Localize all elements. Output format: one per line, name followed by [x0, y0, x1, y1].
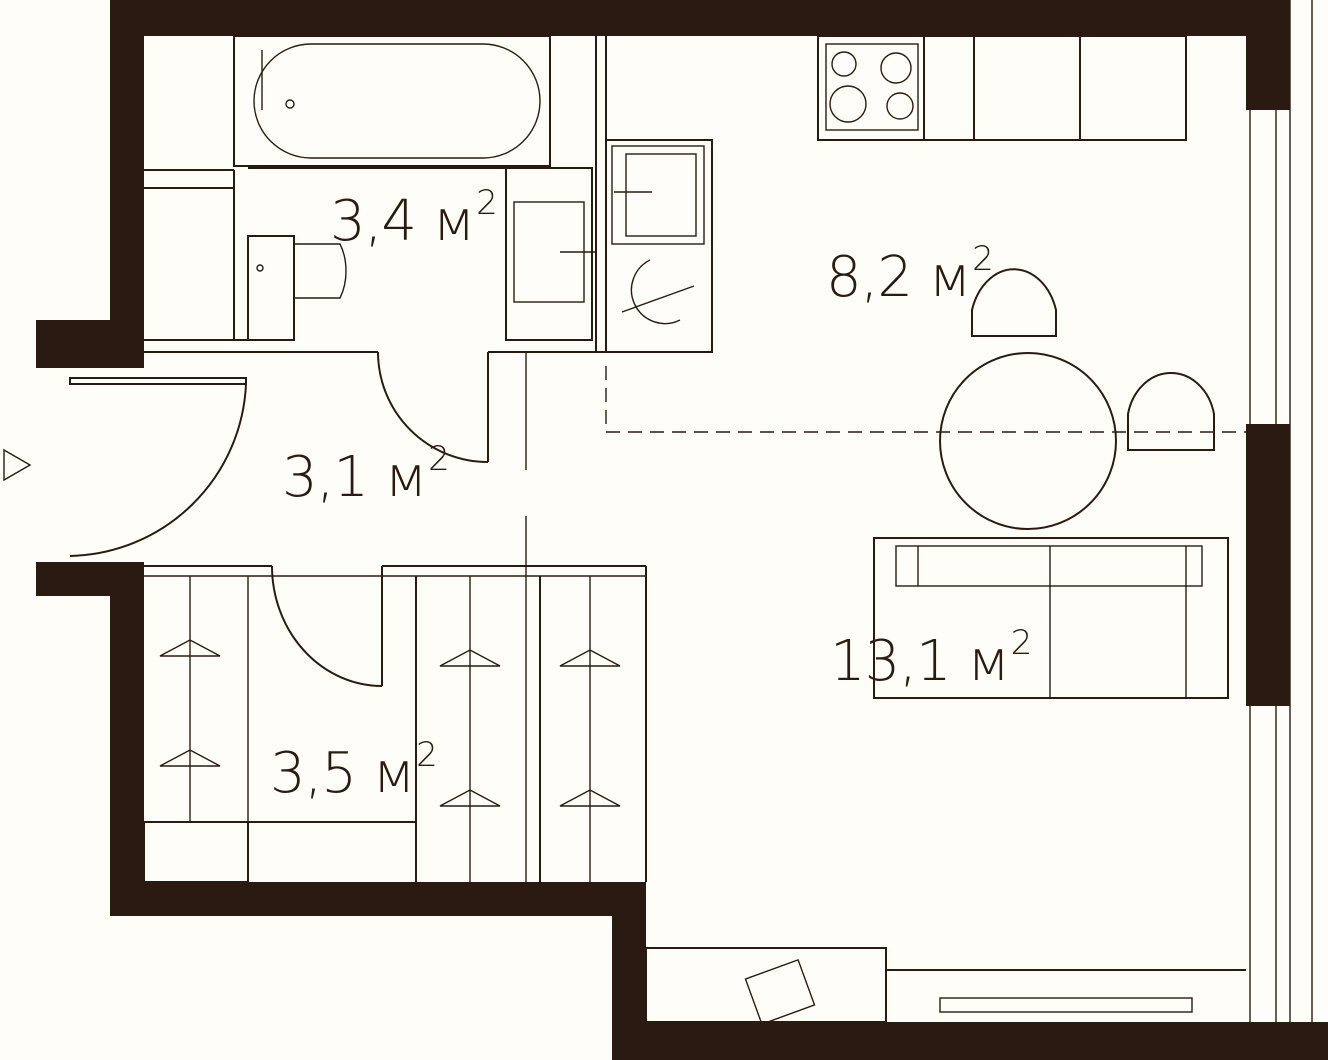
entrance-arrow-icon — [3, 448, 32, 482]
living-area-value: 13,1 — [830, 629, 952, 694]
kitchen-area-unit: м — [928, 245, 971, 310]
chair — [1127, 372, 1215, 451]
windows — [1249, 0, 1313, 1060]
sofa — [873, 537, 1229, 699]
bathroom-shelves — [144, 167, 506, 341]
living-area-label: 13,1 м2 — [830, 623, 1033, 690]
wardrobe-area-label: 3,5 м2 — [270, 735, 438, 802]
hanger-icon — [159, 639, 621, 807]
desk — [645, 947, 1246, 1026]
kitchen-area-power: 2 — [972, 239, 994, 279]
kitchen-area-label: 8,2 м2 — [826, 239, 994, 306]
hall-area-unit: м — [384, 445, 427, 510]
bathroom-door — [377, 351, 489, 463]
dining-table — [939, 352, 1117, 530]
living-area-unit: м — [967, 629, 1010, 694]
chair — [971, 268, 1057, 337]
kitchen-sink — [611, 145, 705, 245]
wardrobe-area-value: 3,5 — [270, 741, 357, 806]
hall-area-label: 3,1 м2 — [282, 439, 450, 506]
hall-area-value: 3,1 — [282, 445, 369, 510]
kitchen-zone-divider — [605, 366, 1246, 433]
toilet — [247, 235, 347, 341]
bathroom-area-unit: м — [432, 189, 475, 254]
hall-area-power: 2 — [428, 439, 450, 479]
bathroom-area-label: 3,4 м2 — [330, 183, 498, 250]
washing-machine — [621, 259, 695, 325]
wardrobe-shelf — [143, 576, 591, 883]
bathtub — [233, 35, 551, 167]
bathroom-sink — [505, 167, 596, 341]
partitions — [144, 36, 647, 882]
bathroom-area-power: 2 — [476, 183, 498, 223]
wardrobe-door — [271, 565, 383, 687]
kitchen-counter — [605, 35, 1187, 353]
outer-walls — [36, 0, 1328, 1060]
wardrobe-area-power: 2 — [416, 735, 438, 775]
kitchen-area-value: 8,2 — [826, 245, 913, 310]
wardrobe-area-unit: м — [372, 741, 415, 806]
living-area-power: 2 — [1010, 623, 1033, 663]
entrance-door — [69, 377, 247, 557]
stove — [829, 51, 914, 123]
bathroom-area-value: 3,4 — [330, 189, 417, 254]
